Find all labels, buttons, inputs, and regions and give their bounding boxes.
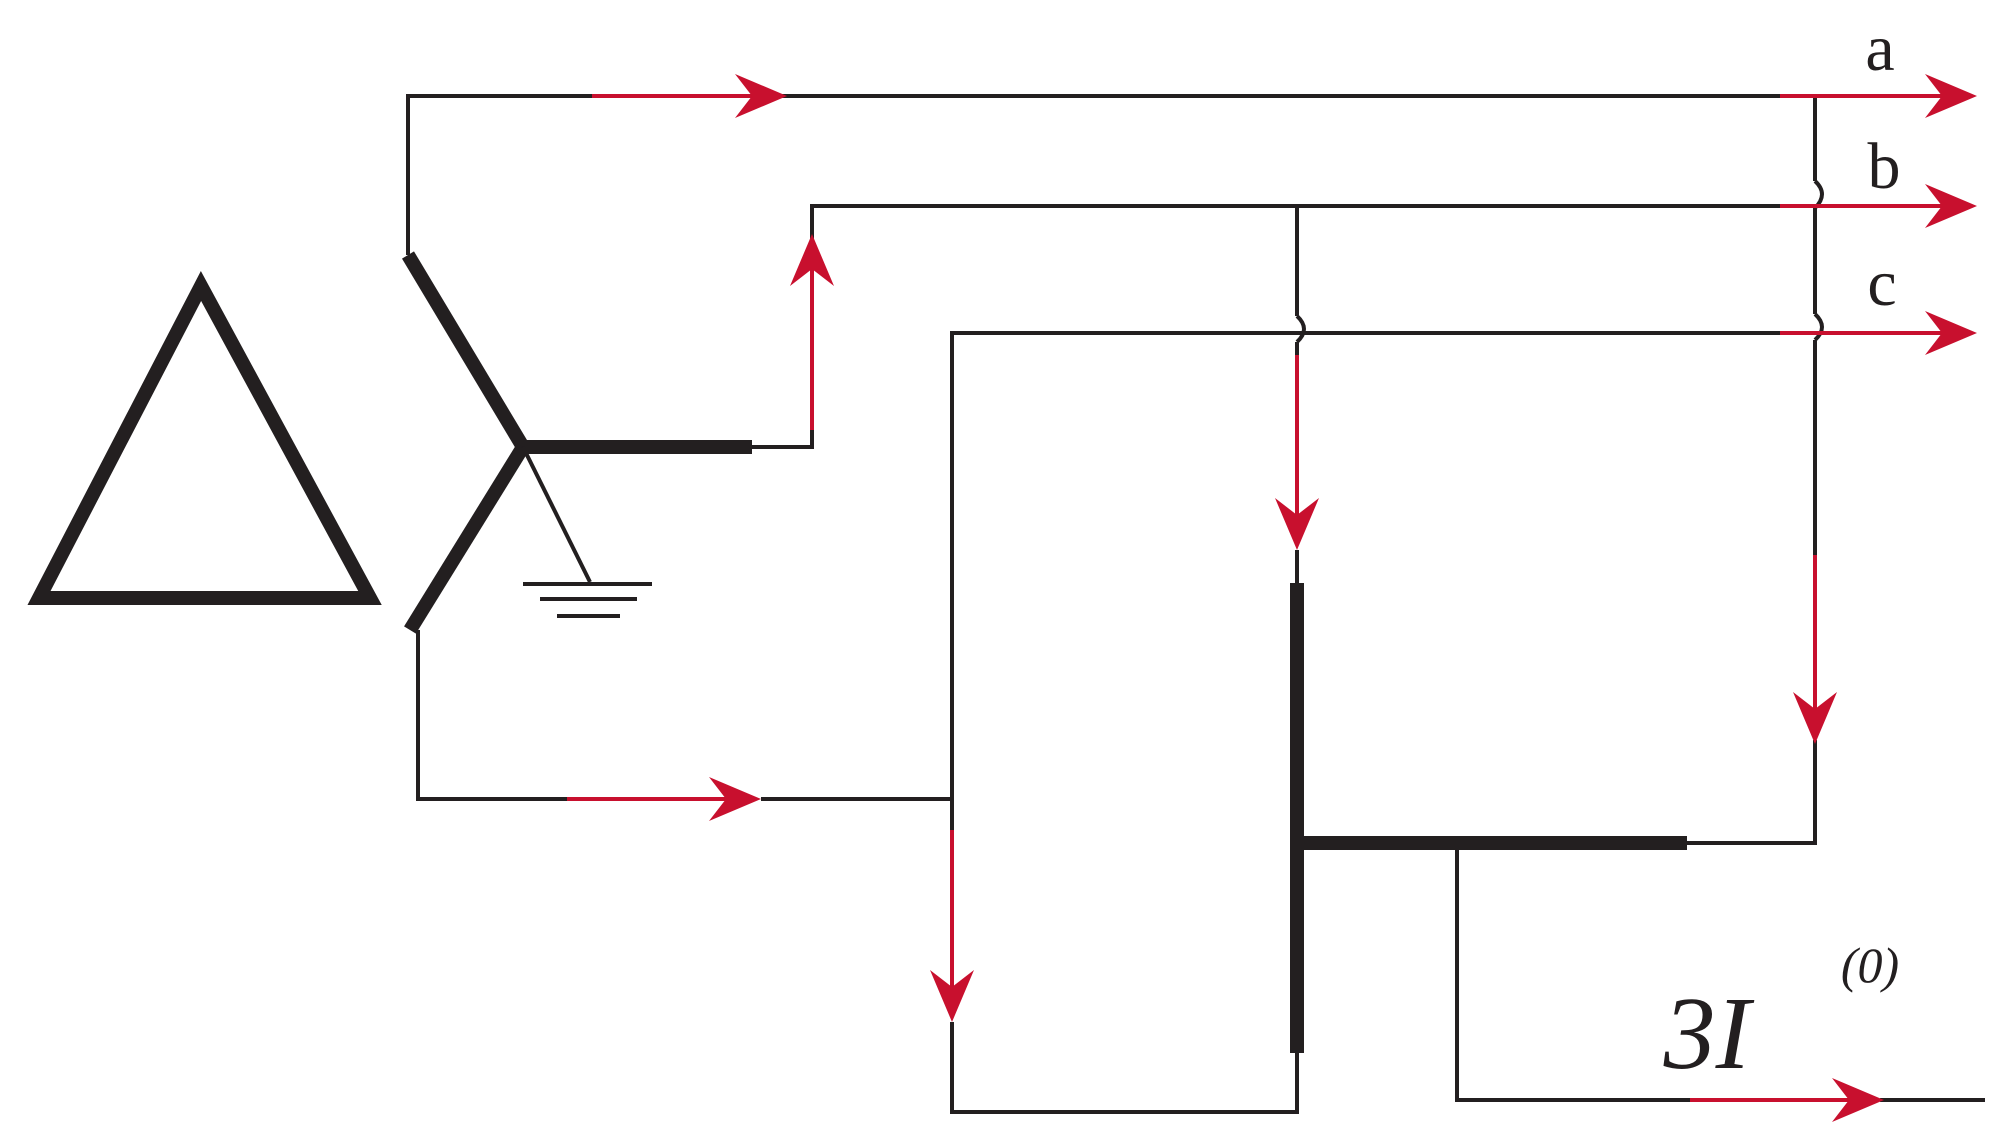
- phase-b-label: b: [1868, 130, 1901, 203]
- current-arrow-b-up: [790, 234, 834, 430]
- current-arrow-b-out: [1780, 184, 1977, 228]
- phase-a-wire: [406, 94, 1824, 845]
- zero-sequence-wire: [1455, 843, 1985, 1102]
- wye-winding-icon: [401, 251, 752, 634]
- current-arrow-c-bottom: [567, 777, 761, 821]
- current-arrow-c-down: [930, 830, 974, 1022]
- phase-a-label: a: [1865, 12, 1894, 85]
- current-arrow-zero-sequence: [1690, 1078, 1884, 1122]
- secondary-winding: [1290, 583, 1687, 1053]
- zero-sequence-superscript: (0): [1841, 937, 1899, 993]
- current-arrow-c-out: [1780, 311, 1977, 355]
- phase-c-label: c: [1867, 247, 1896, 320]
- current-arrow-b-down: [1275, 355, 1319, 550]
- current-arrow-a-out: [1780, 74, 1977, 118]
- phase-c-wire: [416, 331, 1780, 1114]
- current-arrow-a-down: [1793, 555, 1837, 744]
- phase-b-wire: [752, 204, 1780, 583]
- current-arrow-a-top: [592, 74, 787, 118]
- zero-sequence-current-label: 3I: [1663, 976, 1755, 1091]
- ground-icon: [521, 446, 652, 618]
- delta-winding-icon: [27, 271, 382, 605]
